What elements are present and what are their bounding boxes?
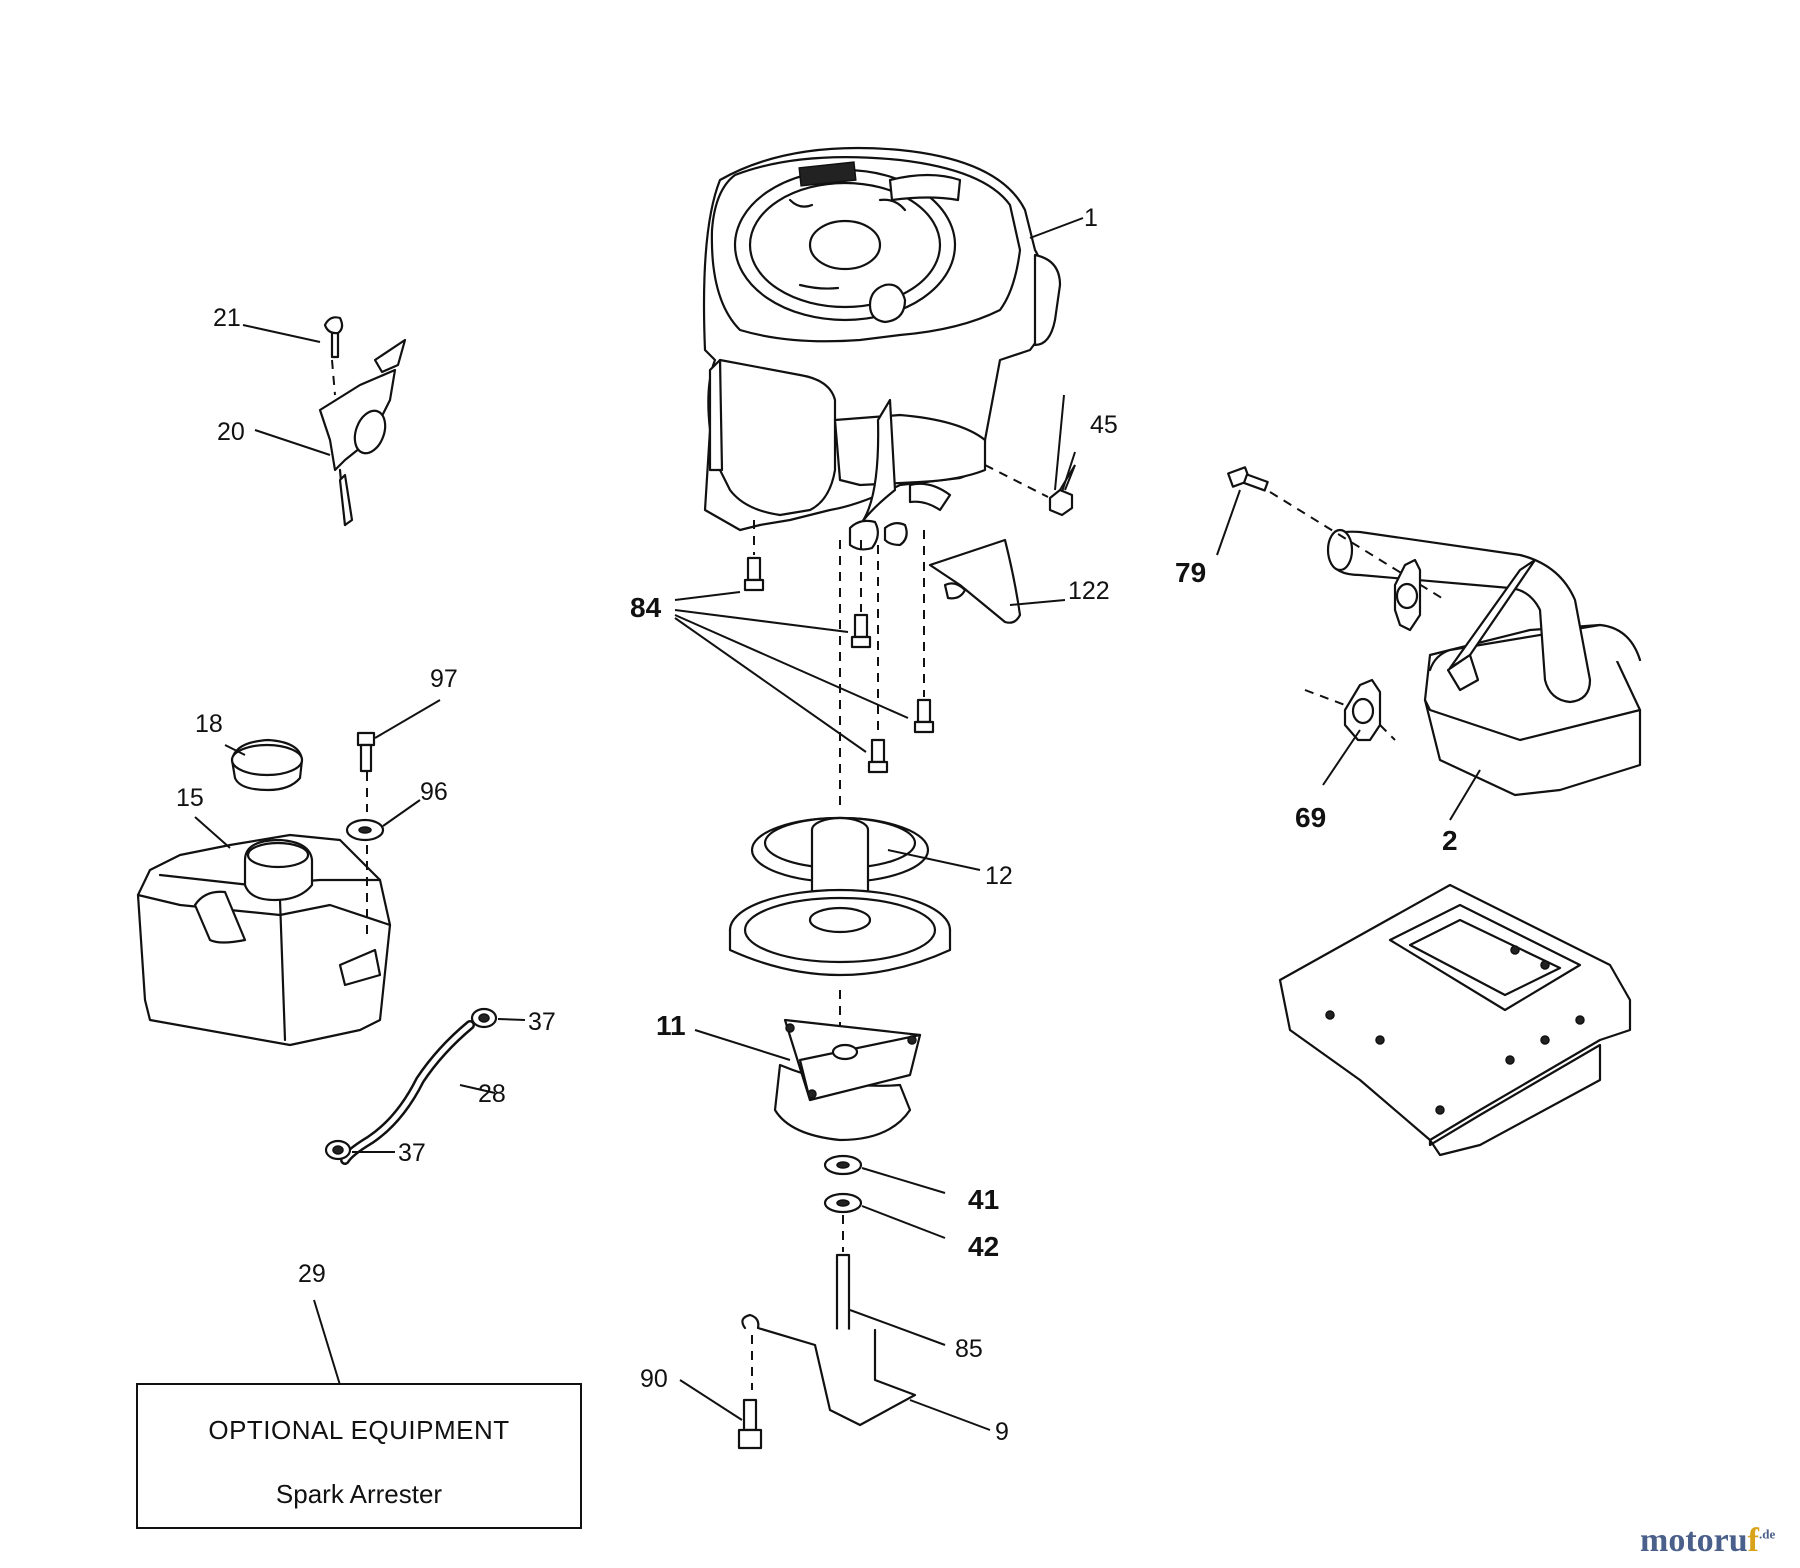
throttle-bracket-part (318, 316, 407, 527)
fuel-tank-part (136, 833, 392, 1047)
callout-29: 29 (298, 1260, 326, 1288)
callout-2: 2 (1442, 825, 1458, 856)
clutch-part (773, 1018, 922, 1142)
heat-shield-part (928, 538, 1022, 624)
fuel-line-part (340, 1020, 475, 1165)
callout-15: 15 (176, 784, 204, 812)
leader-lines (194, 217, 1481, 1431)
callout-28: 28 (478, 1080, 506, 1108)
bracket-9-part (741, 1313, 917, 1427)
engine-part (702, 146, 1062, 551)
callout-85: 85 (955, 1335, 983, 1363)
callout-41: 41 (968, 1184, 999, 1215)
callout-18: 18 (195, 710, 223, 738)
callout-11: 11 (656, 1010, 686, 1041)
callout-79: 79 (1175, 557, 1206, 588)
callout-84: 84 (630, 592, 662, 623)
callout-1: 1 (1084, 204, 1098, 232)
washer-42-part (823, 1192, 863, 1252)
callout-37-top: 37 (528, 1008, 556, 1036)
callout-42: 42 (968, 1231, 999, 1262)
callout-21: 21 (213, 304, 241, 332)
callout-122: 122 (1068, 577, 1110, 605)
optional-equipment-box: OPTIONAL EQUIPMENT Spark Arrester (136, 1383, 582, 1529)
optional-equipment-title: OPTIONAL EQUIPMENT (208, 1415, 510, 1445)
callout-9: 9 (995, 1418, 1009, 1446)
clamp-bottom-part (324, 1139, 352, 1161)
tank-bolt-part (356, 731, 376, 812)
nut-part (984, 464, 1074, 517)
site-watermark: motoruf.de (1640, 1522, 1775, 1560)
callout-69: 69 (1295, 802, 1326, 833)
frame-part (1278, 883, 1632, 1157)
callout-12: 12 (985, 862, 1013, 890)
watermark-suffix: .de (1758, 1526, 1776, 1542)
callout-90: 90 (640, 1365, 668, 1393)
washer-41-part (823, 1154, 863, 1176)
callout-37-bottom: 37 (398, 1139, 426, 1167)
watermark-letter: f (1747, 1522, 1759, 1559)
clamp-top-part (470, 1007, 498, 1029)
callout-97: 97 (430, 665, 458, 693)
muffler-part (1326, 528, 1642, 797)
callout-96: 96 (420, 778, 448, 806)
callout-45: 45 (1090, 411, 1118, 439)
engine-bolts-part (743, 520, 935, 774)
pulley-part (728, 540, 952, 1028)
tank-washer-part (345, 818, 385, 935)
bolt-90-part (737, 1398, 763, 1450)
gasket-part (1304, 558, 1422, 742)
watermark-text: motoru (1640, 1522, 1748, 1559)
optional-equipment-item: Spark Arrester (275, 1479, 443, 1509)
fuel-cap-part (230, 738, 304, 792)
muffler-bolt-part (1227, 466, 1446, 601)
callout-20: 20 (217, 418, 245, 446)
